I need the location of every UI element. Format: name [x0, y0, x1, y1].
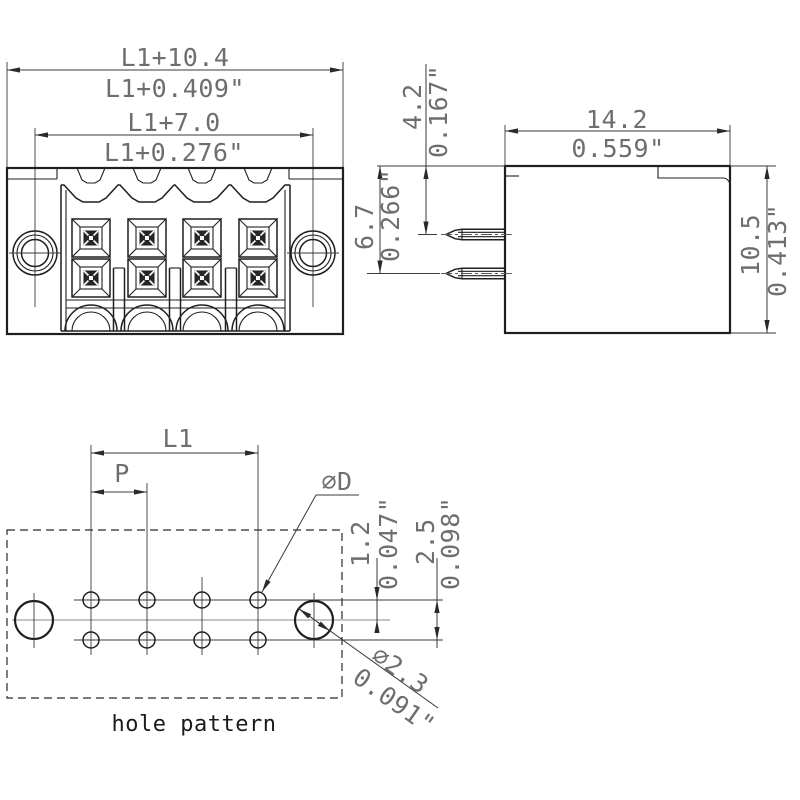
dim-row-offset-in: 0.047": [374, 497, 403, 590]
front-arch: [175, 304, 229, 332]
front-scalloped-edge: [61, 184, 290, 203]
dim-front-overall-mm: L1+10.4: [121, 43, 230, 72]
hole-pattern-caption: hole pattern: [112, 712, 277, 737]
dim-side-depth-mm: 14.2: [586, 105, 648, 134]
dim-front-center-mm: L1+7.0: [127, 108, 220, 137]
front-arch: [231, 304, 285, 332]
dim-pitch-label: P: [114, 459, 130, 488]
dim-side-pin1-in: 0.167": [424, 65, 453, 158]
board-outline-dashed: [6, 529, 343, 699]
dim-side-height-in: 0.413": [763, 204, 792, 297]
front-mount-hole-left: [9, 230, 61, 276]
dim-row-offset-mm: 1.2: [346, 520, 375, 567]
dim-l1-label: L1: [162, 424, 193, 453]
front-housing: [60, 167, 291, 332]
dim-side-depth-in: 0.559": [571, 134, 664, 163]
front-pins: [71, 218, 278, 298]
leader-hole-dia: [261, 494, 317, 593]
dim-row-spacing-in: 0.098": [436, 497, 465, 590]
front-arch: [120, 304, 174, 332]
dim-row-spacing-mm: 2.5: [411, 518, 440, 565]
front-mount-hole-right: [287, 230, 339, 276]
side-top-notch: [657, 166, 731, 185]
front-view: L1+10.4 L1+0.409" L1+7.0 L1+0.276": [5, 43, 345, 336]
front-body-outline: [5, 166, 345, 336]
dim-side-pin1-mm: 4.2: [398, 83, 427, 130]
side-view: 14.2 0.559" 4.2 0.167" 6.7 0.266" 10.5 0…: [350, 64, 792, 335]
dim-front-center-in: L1+0.276": [104, 138, 244, 167]
dim-front-overall-in: L1+0.409": [105, 74, 245, 103]
dim-side-height-mm: 10.5: [736, 214, 765, 276]
dim-side-pin2-in: 0.266": [376, 169, 405, 262]
side-pins: [441, 228, 512, 280]
dim-hole-dia-label: ⌀D: [321, 467, 352, 496]
front-arch: [64, 304, 118, 332]
hole-pattern-view: L1 P ⌀D 1.2 0.047" 2.5 0.098" ⌀2.3 0.091…: [6, 424, 465, 740]
dim-side-pin2-mm: 6.7: [350, 203, 379, 250]
side-body-outline: [503, 164, 732, 335]
